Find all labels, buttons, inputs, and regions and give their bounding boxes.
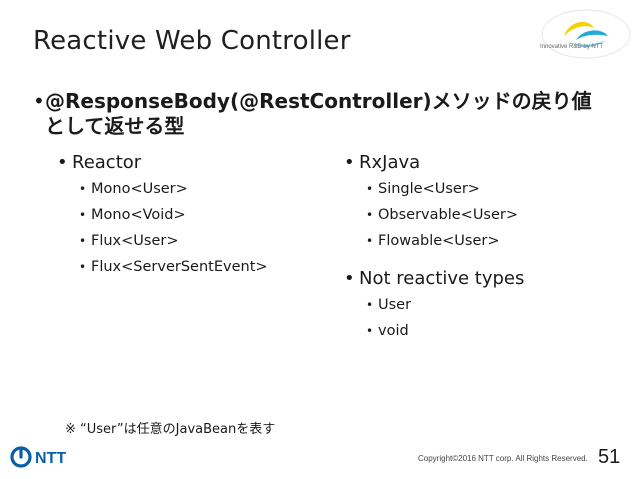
list-item: •Observable<User> bbox=[366, 207, 519, 223]
innovative-rd-badge-icon bbox=[541, 9, 631, 59]
list-item: •Flux<ServerSentEvent> bbox=[79, 259, 268, 275]
not-reactive-heading: •Not reactive types bbox=[344, 268, 525, 289]
rxjava-heading: •RxJava bbox=[344, 152, 421, 173]
page-number: 51 bbox=[598, 446, 621, 468]
slide-title: Reactive Web Controller bbox=[33, 26, 351, 56]
reactor-heading: •Reactor bbox=[57, 152, 142, 173]
list-item: •Flux<User> bbox=[79, 233, 179, 249]
main-bullet-text: @ResponseBody(@RestController)メソッドの戻り値とし… bbox=[45, 89, 592, 138]
ntt-logo-icon: NTT bbox=[10, 446, 66, 468]
footnote: ※ “User”は任意のJavaBeanを表す bbox=[65, 422, 276, 437]
list-item: •User bbox=[366, 297, 412, 313]
badge-caption: Innovative R&D by NTT bbox=[540, 44, 604, 50]
main-bullet-marker: • bbox=[33, 89, 45, 113]
rxjava-column: •RxJava •Single<User> •Observable<User> … bbox=[344, 150, 624, 344]
ntt-logo-text: NTT bbox=[35, 450, 66, 467]
list-item: •Single<User> bbox=[366, 181, 480, 197]
list-item: •void bbox=[366, 323, 409, 339]
copyright: Copyright©2016 NTT corp. All Rights Rese… bbox=[418, 454, 588, 463]
main-bullet: • @ResponseBody(@RestController)メソッドの戻り値… bbox=[33, 89, 593, 139]
list-item: •Flowable<User> bbox=[366, 233, 500, 249]
list-item: •Mono<User> bbox=[79, 181, 188, 197]
reactor-column: •Reactor •Mono<User> •Mono<Void> •Flux<U… bbox=[57, 150, 337, 280]
list-item: •Mono<Void> bbox=[79, 207, 186, 223]
